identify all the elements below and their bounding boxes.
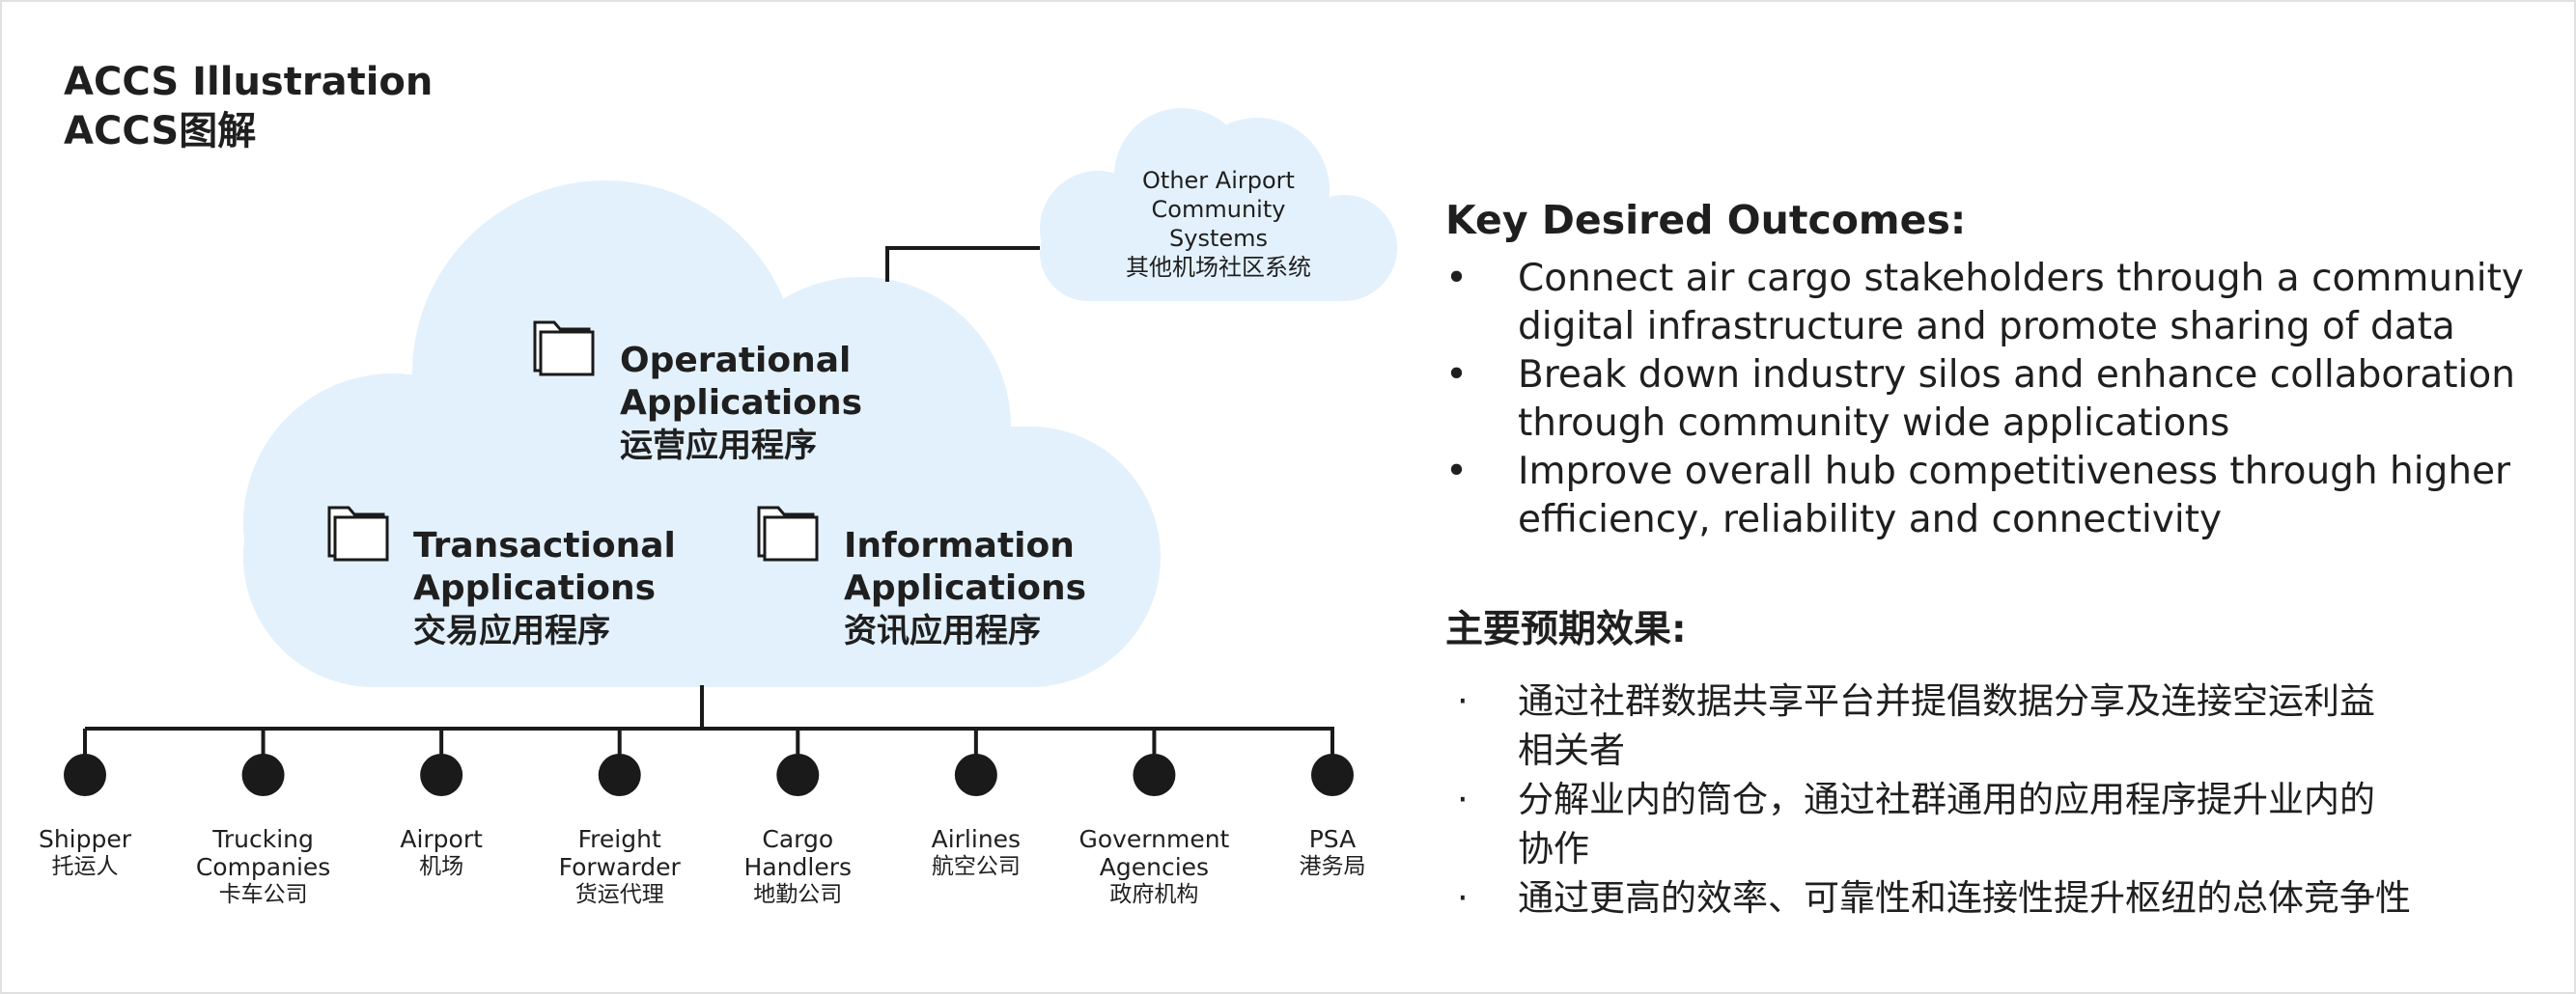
stakeholder-node (64, 754, 106, 796)
information-applications-label: Information Applications 资讯应用程序 (844, 526, 1087, 650)
other-airport-community-systems-label: Other Airport Community Systems 其他机场社区系统 (1126, 167, 1311, 281)
stakeholder-node (776, 754, 820, 796)
title-zh: ACCS图解 (64, 109, 257, 153)
title-en: ACCS Illustration (64, 60, 434, 104)
key-outcomes-en: Key Desired Outcomes: • Connect air carg… (1445, 195, 2546, 544)
stakeholder-node (954, 754, 997, 796)
stakeholder-node (420, 754, 463, 796)
folder-icon (327, 506, 389, 562)
list-item: • Improve overall hub competitiveness th… (1445, 450, 2511, 541)
bullet: · (1457, 779, 1469, 820)
page-title: ACCS Illustration ACCS图解 (64, 58, 433, 156)
stakeholder-node (598, 754, 641, 796)
list-item: · 通过社群数据共享平台并提倡数据分享及连接空运利益 相关者 (1445, 676, 2546, 775)
outcomes-list-en: • Connect air cargo stakeholders through… (1445, 255, 2546, 544)
main-cloud (243, 180, 1161, 687)
small-cloud (1040, 108, 1397, 301)
bullet: • (1445, 450, 1469, 493)
list-item: • Break down industry silos and enhance … (1445, 353, 2515, 445)
folder-icon (533, 320, 595, 376)
stakeholder-node (1311, 754, 1354, 796)
bullet: · (1457, 877, 1469, 919)
list-item: · 通过更高的效率、可靠性和连接性提升枢纽的总体竞争性 (1445, 873, 2546, 923)
bullet: • (1445, 353, 1469, 397)
connector-line (885, 246, 1040, 282)
stakeholder-nodes (64, 729, 1354, 796)
list-item: · 分解业内的筒仓，通过社群通用的应用程序提升业内的 协作 (1445, 775, 2546, 873)
bullet: · (1457, 680, 1469, 722)
stakeholder-node (241, 754, 285, 796)
stakeholder-node (1133, 754, 1176, 796)
outcomes-heading-en: Key Desired Outcomes: (1445, 197, 1967, 243)
bullet: • (1445, 257, 1469, 300)
list-item: • Connect air cargo stakeholders through… (1445, 257, 2524, 348)
folder-icon (757, 506, 819, 562)
outcomes-heading-zh: 主要预期效果: (1445, 608, 1687, 651)
transactional-applications-label: Transactional Applications 交易应用程序 (413, 526, 676, 650)
key-outcomes-zh: 主要预期效果: · 通过社群数据共享平台并提倡数据分享及连接空运利益 相关者 ·… (1445, 605, 2546, 923)
outcomes-list-zh: · 通过社群数据共享平台并提倡数据分享及连接空运利益 相关者 · 分解业内的筒仓… (1445, 676, 2546, 923)
operational-applications-label: Operational Applications 运营应用程序 (620, 341, 863, 465)
